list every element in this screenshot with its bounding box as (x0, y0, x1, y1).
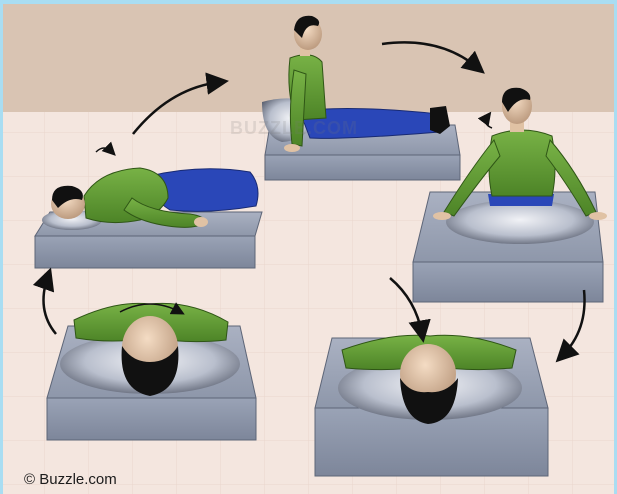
hand (194, 217, 208, 227)
mattress-side (265, 155, 460, 180)
torso (489, 130, 555, 196)
watermark: BUZZLE.COM (230, 118, 358, 139)
right-hand (589, 212, 607, 220)
credit-text: © Buzzle.com (24, 471, 117, 488)
mattress-side (47, 398, 256, 440)
mattress-side (413, 262, 603, 302)
step-face-down-left (47, 303, 256, 440)
step-face-down-right (315, 335, 548, 476)
top-accent-bar (0, 0, 617, 4)
left-accent-bar (0, 0, 3, 494)
hand (284, 144, 300, 152)
pillow (446, 200, 594, 244)
mattress-side (35, 236, 255, 268)
left-hand (433, 212, 451, 220)
